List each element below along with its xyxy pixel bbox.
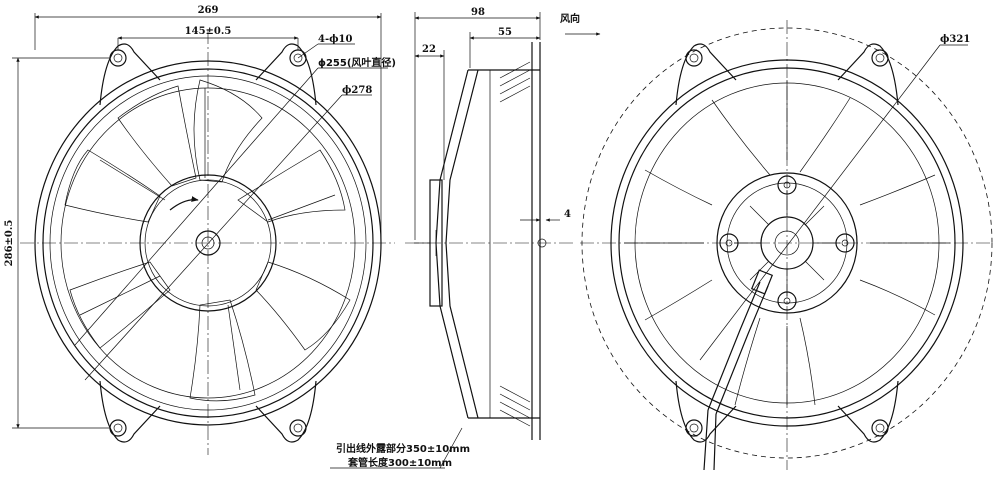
ring-diameter-label: ϕ278 [342,85,372,96]
cable-assembly [703,269,774,471]
overall-width-label: 269 [198,5,219,16]
motor-depth-label: 55 [498,27,512,38]
front-dimensions: 269 145±0.5 286±0.5 4-ϕ10 ϕ255(风叶直径) ϕ27… [4,5,396,429]
airflow-indicator: 风向 [560,12,601,36]
shaft-end [537,238,547,248]
front-view: 269 145±0.5 286±0.5 4-ϕ10 ϕ255(风叶直径) ϕ27… [4,5,396,455]
wire-notes: 引出线外露部分350±10mm 套管长度300±10mm [330,427,470,469]
motor-hub [139,174,277,312]
rear-dimension: ϕ321 [699,34,970,361]
airflow-label: 风向 [560,12,580,25]
side-fins [499,61,531,427]
side-dimensions: 98 55 22 4 [414,7,571,240]
overall-height-label: 286±0.5 [4,220,15,267]
rear-motor [716,172,858,314]
blade-diameter-label: ϕ255(风叶直径) [318,56,396,69]
sleeve-length-note: 套管长度300±10mm [347,456,452,469]
rear-centerlines [580,20,992,470]
rear-blades [644,97,936,406]
hub-offset-label: 22 [422,44,436,55]
exposed-lead-note: 引出线外露部分350±10mm [336,442,470,455]
swept-circle [581,27,993,459]
side-view: 98 55 22 4 风向 [405,7,601,440]
support-arms [624,80,950,405]
swept-diameter-label: ϕ321 [940,34,970,45]
total-depth-label: 98 [471,7,485,18]
shroud-rings [34,60,382,426]
fan-blades [64,79,351,402]
hole-spacing-label: 145±0.5 [185,26,232,37]
side-profile [414,42,541,440]
rear-brackets [675,43,899,443]
shaft-protrusion-label: 4 [564,209,571,220]
rear-view: ϕ321 [580,20,993,471]
mounting-holes-label: 4-ϕ10 [318,34,352,45]
front-centerlines [20,30,395,455]
